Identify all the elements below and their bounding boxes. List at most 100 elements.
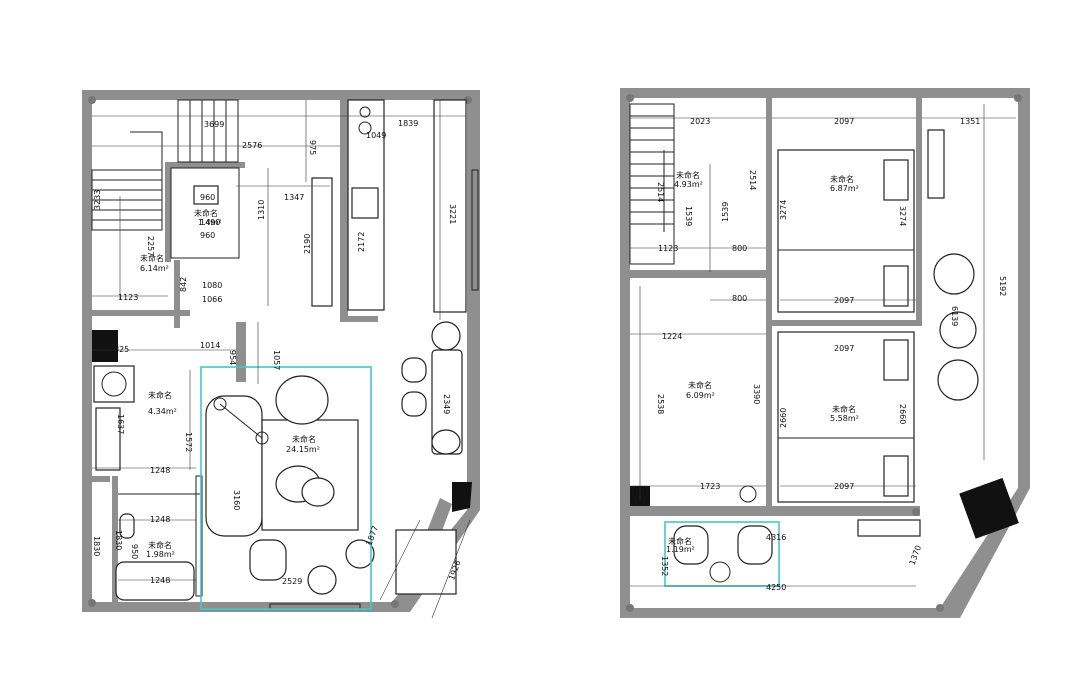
armchair (275, 375, 329, 425)
left-kitchen-base (348, 316, 378, 322)
right-corner-dot (626, 94, 634, 102)
dim-label: 1352 (660, 556, 669, 576)
balcony-chair (737, 525, 773, 565)
left-kitchen-wall (340, 100, 348, 322)
dim-label: 2660 (779, 408, 788, 428)
left-living-furniture (195, 375, 457, 597)
left-wc-sink (193, 185, 219, 205)
left-dimension-texts: 3699 2576 975 1049 1839 960 1490 960 323… (92, 119, 463, 586)
room-area-label: 1.4m² (198, 218, 222, 227)
left-wc-room (170, 167, 240, 259)
lounge-chair (249, 539, 287, 581)
dim-label: 1014 (200, 341, 220, 350)
dim-label: 1248 (150, 515, 170, 524)
dim-label: 2257 (146, 236, 155, 256)
dim-label: 6139 (950, 306, 959, 326)
dim-label: 1248 (150, 466, 170, 475)
room-area-label: 4.93m² (674, 180, 703, 189)
left-kitchen (311, 99, 467, 313)
right-wall-bedroom-split (772, 320, 922, 326)
right-wall-partition-2 (916, 98, 922, 324)
right-column-black (959, 477, 1019, 539)
room-name-label: 未命名 (148, 540, 172, 550)
dim-label: 3699 (204, 120, 224, 129)
left-column-black (92, 330, 118, 362)
dim-label: 3390 (752, 384, 761, 404)
dim-label: 975 (308, 140, 317, 155)
dim-label: 1877 (365, 524, 380, 546)
right-corner-dot (912, 508, 920, 516)
dim-label: 3233 (93, 190, 102, 210)
room-name-label: 未命名 (292, 434, 316, 444)
right-dimension-lines (630, 104, 1016, 587)
plant-icon (709, 561, 731, 583)
dim-label: 800 (732, 294, 747, 303)
dim-label: 960 (200, 231, 215, 240)
dim-label: 1248 (150, 576, 170, 585)
dim-label: 1310 (257, 200, 266, 220)
right-bedroom-bottom (777, 331, 915, 503)
dim-label: 960 (200, 193, 215, 202)
dim-label: 4250 (766, 583, 786, 592)
shoe-cabinet (195, 475, 203, 597)
bench (927, 129, 945, 199)
left-dimension-lines (92, 100, 471, 619)
balcony-chair (673, 525, 709, 565)
round-chair (937, 359, 979, 401)
dim-label: 1347 (284, 193, 304, 202)
dim-label: 3274 (898, 206, 907, 226)
dim-label: 1351 (960, 117, 980, 126)
left-bath-wall-left (112, 476, 118, 604)
stove-burner-icon (358, 121, 372, 135)
right-wall-partition (766, 98, 772, 506)
dim-label: 2097 (834, 296, 854, 305)
pillow (883, 339, 909, 381)
pillow (883, 455, 909, 497)
dim-label: 1490 (200, 218, 220, 227)
left-corner-dot (88, 599, 96, 607)
left-wall-left (82, 90, 92, 612)
room-area-label: 6.87m² (830, 184, 859, 193)
left-corner-dot (88, 96, 96, 104)
dim-label: 1066 (202, 295, 222, 304)
living-room-selection[interactable] (200, 366, 372, 610)
right-wall-mid (630, 270, 770, 278)
dim-label: 1539 (721, 202, 730, 222)
washing-machine-icon (93, 365, 135, 403)
left-bath-wall-top (92, 476, 110, 482)
right-corner-dot (1014, 94, 1022, 102)
right-wall-lower (630, 506, 920, 516)
dim-label: 800 (732, 244, 747, 253)
left-wc-wall-left (165, 162, 171, 262)
right-wall-right (1018, 88, 1030, 488)
right-bedroom-top (777, 149, 915, 313)
right-terrace (857, 129, 979, 537)
dim-label: 5192 (998, 276, 1007, 296)
dim-label: 954 (228, 350, 237, 365)
pillow (883, 265, 909, 307)
dim-label: 2097 (834, 482, 854, 491)
dining-chair (431, 321, 461, 351)
dim-label: 2529 (282, 577, 302, 586)
dim-label: 3274 (779, 200, 788, 220)
room-area-label: 24.15m² (286, 445, 320, 454)
right-outer-walls (620, 88, 1030, 618)
bathtub-icon (115, 561, 195, 601)
floor-lamp-icon (255, 431, 269, 445)
dining-chair (401, 357, 427, 383)
left-outer-walls (82, 90, 480, 612)
dim-label: 2172 (357, 232, 366, 252)
dim-label: 1723 (700, 482, 720, 491)
left-wc-wall-top (165, 162, 245, 168)
right-dimension-texts: 2023 2097 1351 2514 2514 1539 1539 3274 … (656, 117, 1007, 592)
right-staircase (629, 103, 675, 265)
room-name-label: 未命名 (194, 208, 218, 218)
room-name-label: 未命名 (676, 170, 700, 180)
dim-label: 2538 (656, 394, 665, 414)
dining-chair (431, 429, 461, 455)
dim-label: 1370 (908, 544, 923, 566)
dim-label: 825 (114, 345, 129, 354)
room-name-label: 未命名 (830, 174, 854, 184)
side-table (345, 539, 375, 569)
